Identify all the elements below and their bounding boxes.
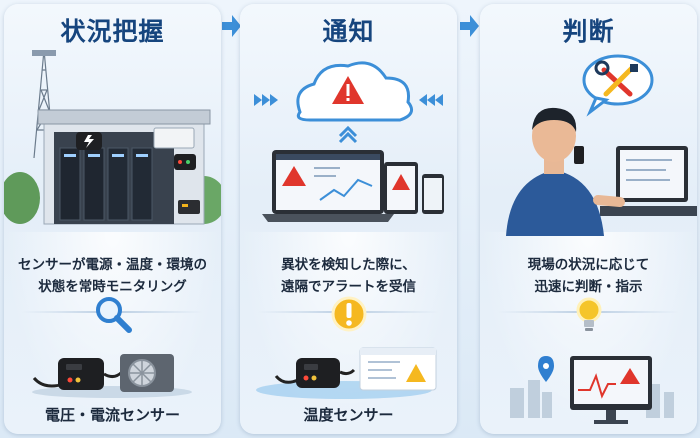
monitoring-display-illustration [510, 356, 674, 424]
description-line-1: 現場の状況に応じて [527, 257, 650, 273]
description-line-1: 異状を検知した際に、 [281, 257, 416, 273]
panel-notification: 通知 異状を検知した際に、 遠隔でアラートを受信 [240, 4, 457, 434]
panel-description: 現場の状況に応じて 迅速に判断・指示 [480, 254, 697, 298]
warning-icon [331, 296, 367, 332]
description-line-2: 状態を常時モニタリング [38, 279, 187, 295]
tools-icon [594, 60, 638, 97]
panel-caption: 電圧・電流センサー [44, 406, 180, 424]
description-line-2: 迅速に判断・指示 [534, 279, 643, 295]
operator-illustration [506, 54, 697, 236]
panel-title: 通知 [322, 17, 375, 46]
voltage-current-sensor-illustration [32, 354, 192, 398]
description-line-1: センサーが電源・温度・環境の [18, 257, 207, 273]
panel-title: 判断 [562, 17, 615, 46]
magnifier-icon [96, 297, 132, 333]
description-line-2: 遠隔でアラートを受信 [281, 279, 416, 295]
flow-arrow-2 [460, 15, 479, 37]
panel-decision: 判断 現場の状況に応じて 迅速に判断・指示 [480, 4, 697, 434]
panel-situation-awareness: 状況把握 [4, 4, 221, 434]
lightbulb-icon [576, 297, 602, 331]
chevrons-icon [254, 94, 443, 106]
flow-arrow-1 [222, 15, 241, 37]
panel-caption: 温度センサー [303, 406, 394, 424]
panel-title: 状況把握 [60, 17, 165, 46]
temperature-sensor-illustration [256, 347, 437, 399]
cloud-alert-illustration [254, 61, 444, 222]
panel-description: センサーが電源・温度・環境の 状態を常時モニタリング [4, 254, 221, 298]
substation-illustration [4, 50, 221, 225]
panel-description: 異状を検知した際に、 遠隔でアラートを受信 [240, 254, 457, 298]
